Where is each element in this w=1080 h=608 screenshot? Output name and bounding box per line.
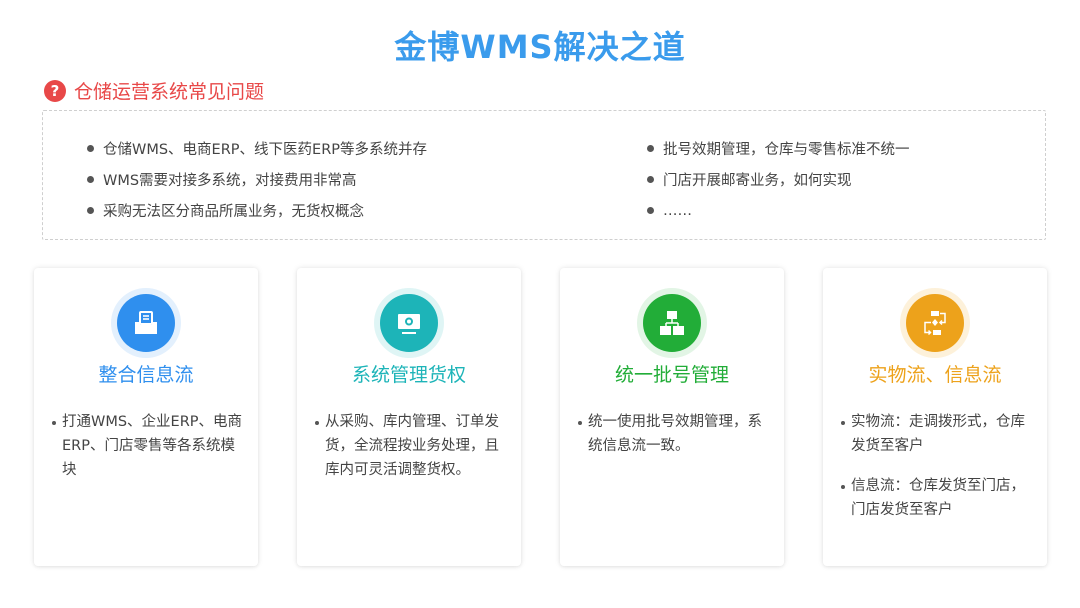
card-bullet: 打通WMS、企业ERP、电商ERP、门店零售等各系统模块: [52, 410, 244, 482]
card-title: 系统管理货权: [351, 364, 466, 386]
card-bullet: 信息流：仓库发货至门店，门店发货至客户: [841, 474, 1033, 522]
problems-left-column: 仓储WMS、电商ERP、线下医药ERP等多系统并存 WMS需要对接多系统，对接费…: [87, 133, 427, 226]
bullet-dot-icon: [647, 145, 654, 152]
bullet-dot-icon: [87, 176, 94, 183]
card-title: 实物流、信息流: [868, 364, 1002, 386]
card-title: 整合信息流: [98, 364, 194, 386]
problem-item: 采购无法区分商品所属业务，无货权概念: [87, 195, 427, 226]
problem-item: ……: [647, 195, 910, 226]
hierarchy-icon: [643, 294, 701, 352]
solution-card-ownership: 系统管理货权 从采购、库内管理、订单发货，全流程按业务处理，且库内可灵活调整货权…: [297, 268, 521, 566]
card-bullet: 从采购、库内管理、订单发货，全流程按业务处理，且库内可灵活调整货权。: [315, 410, 507, 482]
problems-box: 仓储WMS、电商ERP、线下医药ERP等多系统并存 WMS需要对接多系统，对接费…: [42, 110, 1046, 240]
question-circle-icon: ?: [44, 79, 66, 102]
solution-card-info-integration: 整合信息流 打通WMS、企业ERP、电商ERP、门店零售等各系统模块: [34, 268, 258, 566]
problem-item: 批号效期管理，仓库与零售标准不统一: [647, 133, 910, 164]
card-bullet: 统一使用批号效期管理，系统信息流一致。: [578, 410, 770, 458]
problem-item: 门店开展邮寄业务，如何实现: [647, 164, 910, 195]
inbox-document-icon: [117, 294, 175, 352]
page-title: 金博WMS解决之道: [394, 28, 686, 66]
problems-right-column: 批号效期管理，仓库与零售标准不统一 门店开展邮寄业务，如何实现 ……: [647, 133, 910, 226]
solution-card-flows: 实物流、信息流 实物流：走调拨形式，仓库发货至客户 信息流：仓库发货至门店，门店…: [823, 268, 1047, 566]
problem-item: 仓储WMS、电商ERP、线下医药ERP等多系统并存: [87, 133, 427, 164]
bullet-dot-icon: [87, 145, 94, 152]
flowchart-icon: [906, 294, 964, 352]
problems-header: ? 仓储运营系统常见问题: [44, 77, 264, 104]
problems-title: 仓储运营系统常见问题: [74, 81, 265, 103]
card-title: 统一批号管理: [614, 364, 729, 386]
card-bullet: 实物流：走调拨形式，仓库发货至客户: [841, 410, 1033, 458]
bullet-dot-icon: [647, 207, 654, 214]
bullet-dot-icon: [87, 207, 94, 214]
solution-card-batch: 统一批号管理 统一使用批号效期管理，系统信息流一致。: [560, 268, 784, 566]
problem-item: WMS需要对接多系统，对接费用非常高: [87, 164, 427, 195]
bullet-dot-icon: [647, 176, 654, 183]
monitor-gear-icon: [380, 294, 438, 352]
